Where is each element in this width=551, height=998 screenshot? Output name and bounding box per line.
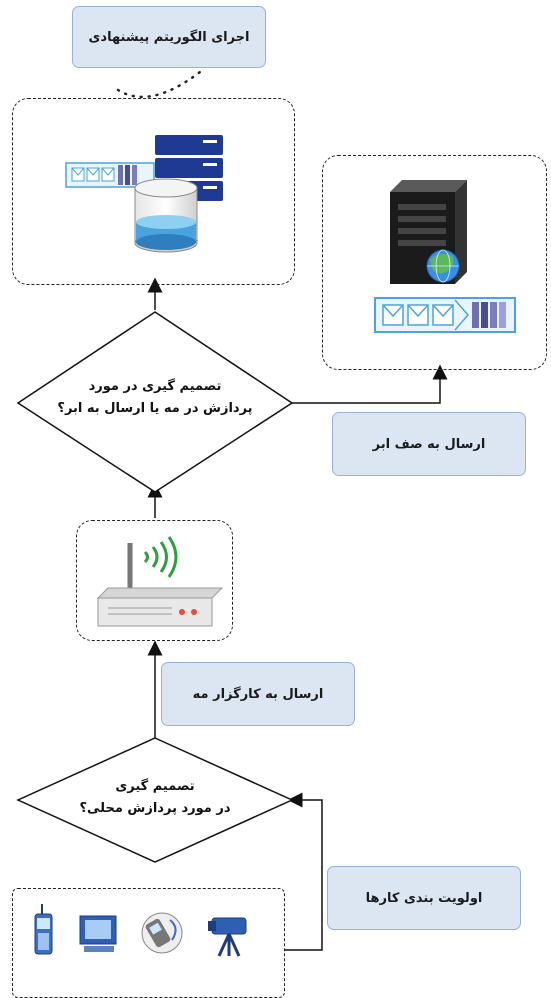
decision-local bbox=[16, 737, 294, 863]
decision-fog-or-cloud bbox=[16, 311, 294, 493]
globe-icon bbox=[426, 249, 460, 283]
decision-fog-or-cloud-line1: تصمیم گیری در مورد bbox=[88, 379, 222, 394]
satellite-phone-icon bbox=[141, 912, 183, 954]
cloud-frame bbox=[322, 155, 547, 370]
mobile-phone-icon bbox=[34, 904, 53, 955]
devices-frame bbox=[12, 888, 285, 998]
dotted-connector bbox=[116, 70, 202, 99]
decision-fog-or-cloud-line2: پردازش در مه یا ارسال به ابر؟ bbox=[57, 401, 253, 416]
database-icon bbox=[134, 178, 198, 253]
decision-local-line1: تصمیم گیری bbox=[115, 779, 195, 794]
message-queue-icon bbox=[374, 297, 516, 333]
computer-icon bbox=[79, 915, 117, 952]
send-to-cloud-queue-label: ارسال به صف ابر bbox=[332, 412, 526, 476]
send-to-fog-broker-label: ارسال به کارگزار مه bbox=[161, 662, 355, 726]
prioritize-tasks-label: اولویت بندی کارها bbox=[327, 866, 521, 930]
decision-local-text: تصمیم گیری در مورد پردازش محلی؟ bbox=[40, 776, 270, 820]
decision-local-line2: در مورد پردازش محلی؟ bbox=[79, 801, 231, 816]
flow-diagram bbox=[16, 70, 516, 957]
decision-fog-or-cloud-text: تصمیم گیری در مورد پردازش در مه یا ارسال… bbox=[40, 376, 270, 420]
cloud-server-icon bbox=[390, 180, 467, 284]
run-algorithm-label: اجرای الگوریتم پیشنهادی bbox=[72, 6, 266, 68]
router-icon bbox=[96, 536, 224, 627]
arrow-to-cloud bbox=[290, 364, 448, 404]
camera-icon bbox=[208, 917, 247, 957]
arrow-to-decision-local bbox=[285, 792, 323, 951]
fog-broker-frame bbox=[76, 520, 233, 641]
fog-server-frame bbox=[12, 98, 295, 285]
